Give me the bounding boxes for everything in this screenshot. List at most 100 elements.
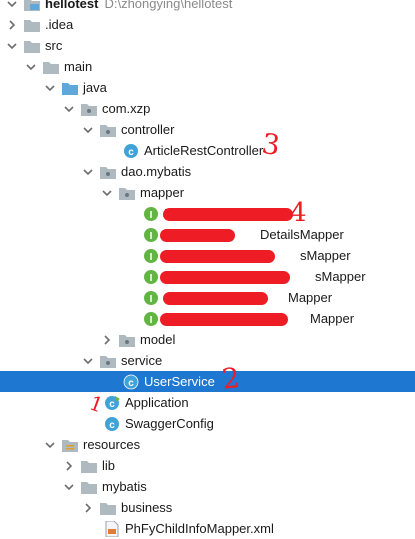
tree-row-mapper-interface[interactable]: I DetailsMapper [0,224,415,245]
chevron-down-icon[interactable] [4,35,20,56]
chevron-right-icon[interactable] [4,14,20,35]
tree-row-java[interactable]: java [0,77,415,98]
tree-row-idea[interactable]: .idea [0,14,415,35]
project-name: hellotest [45,0,99,11]
tree-label: resources [83,437,141,452]
package-icon [81,101,97,117]
folder-icon [81,479,97,495]
package-icon [100,122,116,138]
tree-label: service [121,353,163,368]
chevron-right-icon[interactable] [61,455,77,476]
chevron-down-icon[interactable] [4,0,20,14]
package-icon [100,164,116,180]
chevron-right-icon[interactable] [80,497,96,518]
module-folder-icon [24,0,40,12]
class-icon: c [123,143,139,159]
package-icon [119,332,135,348]
interface-icon: I [143,269,159,285]
tree-row-service[interactable]: service [0,350,415,371]
tree-row-lib[interactable]: lib [0,455,415,476]
chevron-down-icon[interactable] [23,56,39,77]
interface-icon: I [143,248,159,264]
svg-text:c: c [109,399,115,410]
redaction-mark [160,271,290,284]
tree-row-model[interactable]: model [0,329,415,350]
tree-row-article-rest-controller[interactable]: c ArticleRestController [0,140,415,161]
svg-text:I: I [150,252,153,263]
tree-row-mapper-interface[interactable]: I Mapper [0,308,415,329]
chevron-down-icon[interactable] [42,77,58,98]
tree-row-business[interactable]: business [0,497,415,518]
tree-label: dao.mybatis [121,164,192,179]
class-icon: c [123,374,139,390]
tree-row-mapper[interactable]: mapper [0,182,415,203]
tree-label: SwaggerConfig [125,416,214,431]
package-icon [100,353,116,369]
chevron-down-icon[interactable] [99,182,115,203]
svg-text:I: I [150,315,153,326]
tree-label: Mapper [310,311,355,326]
tree-row-resources[interactable]: resources [0,434,415,455]
tree-label: business [121,500,173,515]
tree-row-mapper-interface[interactable]: I sMapper [0,245,415,266]
tree-label: Mapper [288,290,333,305]
interface-icon: I [143,227,159,243]
tree-label: UserService [144,374,215,389]
folder-icon [24,38,40,54]
tree-row-user-service[interactable]: c UserService [0,371,415,392]
chevron-right-icon[interactable] [99,329,115,350]
tree-label: PhFyChildInfoMapper.xml [125,521,274,536]
svg-text:I: I [150,294,153,305]
tree-row-mapper-interface[interactable]: I Mapper [0,287,415,308]
svg-text:I: I [150,210,153,221]
tree-row-mybatis[interactable]: mybatis [0,476,415,497]
tree-row-mapper-interface[interactable]: I sMapper [0,266,415,287]
tree-label: controller [121,122,175,137]
source-folder-icon [62,80,78,96]
chevron-down-icon[interactable] [80,161,96,182]
redaction-mark [163,292,268,305]
chevron-down-icon[interactable] [61,476,77,497]
tree-row-com-xzp[interactable]: com.xzp [0,98,415,119]
chevron-down-icon[interactable] [61,98,77,119]
folder-icon [81,458,97,474]
xml-file-icon [104,520,120,537]
tree-row-xml-file[interactable]: PhFyChildInfoMapper.xml [0,518,415,539]
tree-label: mapper [140,185,185,200]
redaction-mark [163,208,293,221]
redaction-mark [160,229,235,242]
tree-row-dao-mybatis[interactable]: dao.mybatis [0,161,415,182]
tree-row-application[interactable]: c Application [0,392,415,413]
tree-label: main [64,59,93,74]
tree-row-project-root[interactable]: hellotest D:\zhongying\hellotest [0,0,415,14]
tree-row-swagger-config[interactable]: c SwaggerConfig [0,413,415,434]
tree-label: java [83,80,107,95]
svg-text:I: I [150,273,153,284]
tree-label: com.xzp [102,101,151,116]
tree-label: ArticleRestController [144,143,264,158]
class-icon: c [104,416,120,432]
tree-row-src[interactable]: src [0,35,415,56]
package-icon [119,185,135,201]
interface-icon: I [143,311,159,327]
tree-label: sMapper [315,269,366,284]
tree-row-main[interactable]: main [0,56,415,77]
spring-boot-class-icon: c [104,395,120,411]
folder-icon [100,500,116,516]
project-path: D:\zhongying\hellotest [104,0,233,11]
tree-label: src [45,38,63,53]
chevron-down-icon[interactable] [80,119,96,140]
tree-row-controller[interactable]: controller [0,119,415,140]
svg-text:I: I [150,231,153,242]
folder-icon [43,59,59,75]
tree-label: lib [102,458,116,473]
folder-icon [24,17,40,33]
interface-icon: I [143,206,159,222]
tree-label: mybatis [102,479,147,494]
chevron-down-icon[interactable] [80,350,96,371]
tree-label: .idea [45,17,74,32]
svg-text:c: c [128,378,134,389]
chevron-down-icon[interactable] [42,434,58,455]
interface-icon: I [143,290,159,306]
